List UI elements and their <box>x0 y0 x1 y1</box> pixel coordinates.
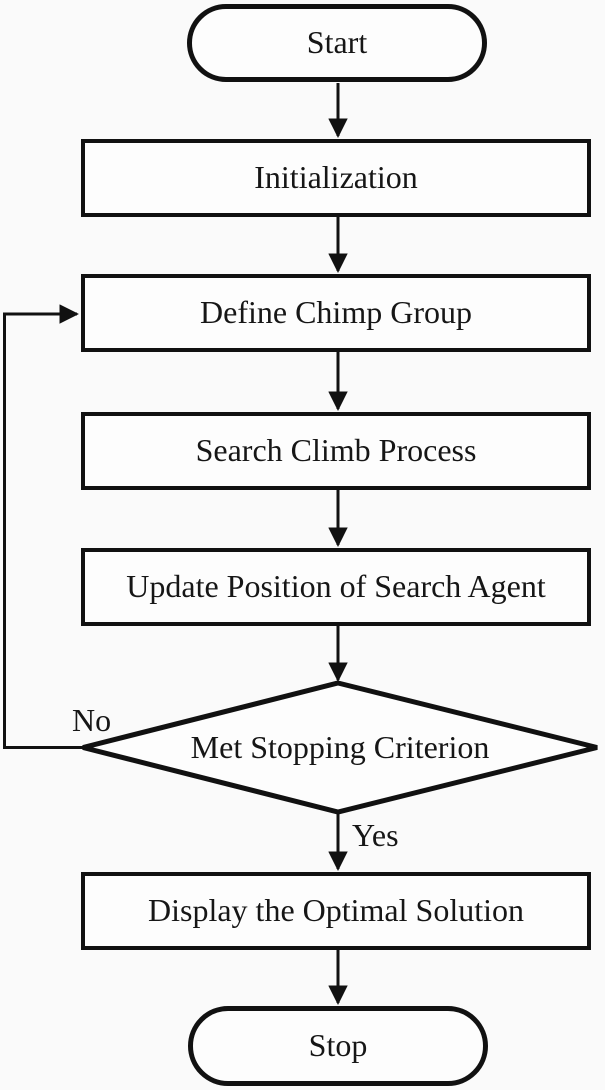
node-display-solution: Display the Optimal Solution <box>81 872 591 950</box>
node-search-climb-process-label: Search Climb Process <box>195 432 477 469</box>
node-define-chimp-group-label: Define Chimp Group <box>200 294 472 331</box>
node-search-climb-process: Search Climb Process <box>81 412 591 490</box>
edge-label-no: No <box>72 702 112 738</box>
node-define-chimp-group: Define Chimp Group <box>81 274 591 352</box>
node-initialization: Initialization <box>81 139 591 217</box>
node-start: Start <box>187 4 487 82</box>
node-stop: Stop <box>188 1006 488 1086</box>
node-stop-label: Stop <box>308 1027 368 1064</box>
node-initialization-label: Initialization <box>254 159 418 196</box>
decision-diamond-shape <box>82 680 598 815</box>
node-decision-label: Met Stopping Criterion <box>190 729 490 765</box>
node-update-position: Update Position of Search Agent <box>81 548 591 626</box>
node-start-label: Start <box>306 24 368 61</box>
node-decision: Met Stopping Criterion <box>83 683 597 812</box>
node-update-position-label: Update Position of Search Agent <box>126 568 546 605</box>
node-display-solution-label: Display the Optimal Solution <box>148 892 524 929</box>
edge-decision-define-no-loop <box>3 304 83 749</box>
edge-label-yes: Yes <box>352 817 399 853</box>
